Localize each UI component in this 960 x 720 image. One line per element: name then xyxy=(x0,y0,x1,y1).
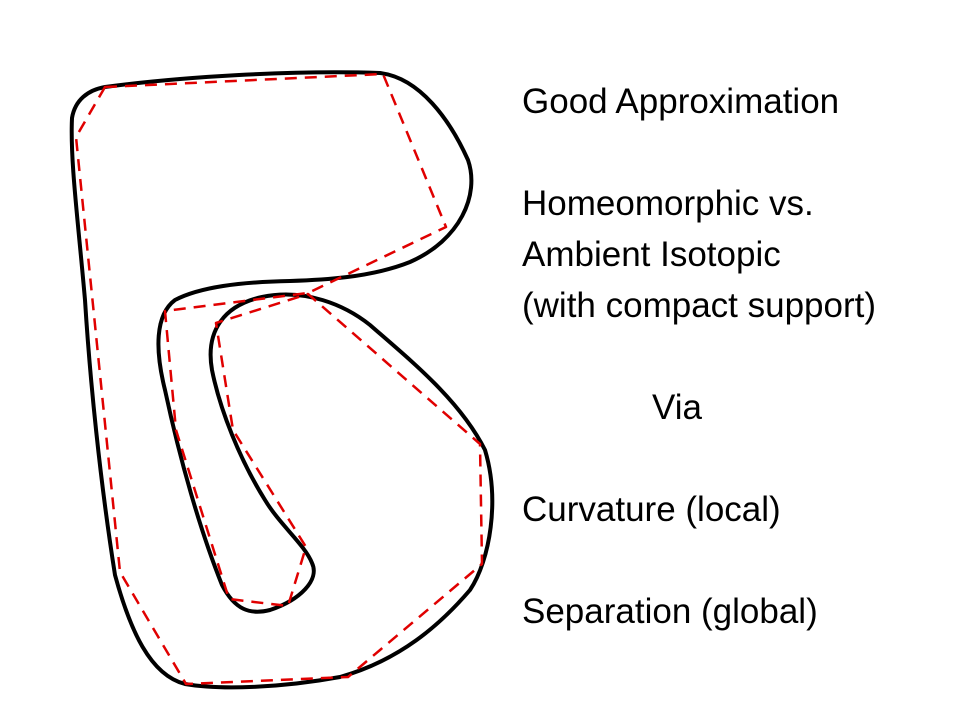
separation-text: Separation (global) xyxy=(522,592,818,631)
ambient-isotopic-text: Ambient Isotopic xyxy=(522,235,781,274)
polygonal-approximation xyxy=(74,72,484,686)
spacer xyxy=(522,433,954,484)
spacer xyxy=(522,127,954,178)
curvature-text: Curvature (local) xyxy=(522,490,781,529)
good-approximation-text: Good Approximation xyxy=(522,82,840,121)
via-text: Via xyxy=(652,388,702,427)
homeomorphic-text: Homeomorphic vs. xyxy=(522,184,814,223)
text-panel: Good Approximation Homeomorphic vs. Ambi… xyxy=(522,76,954,637)
spacer xyxy=(522,535,954,586)
smooth-closed-curve xyxy=(69,70,495,690)
compact-support-text: (with compact support) xyxy=(522,286,877,325)
spacer xyxy=(522,331,954,382)
